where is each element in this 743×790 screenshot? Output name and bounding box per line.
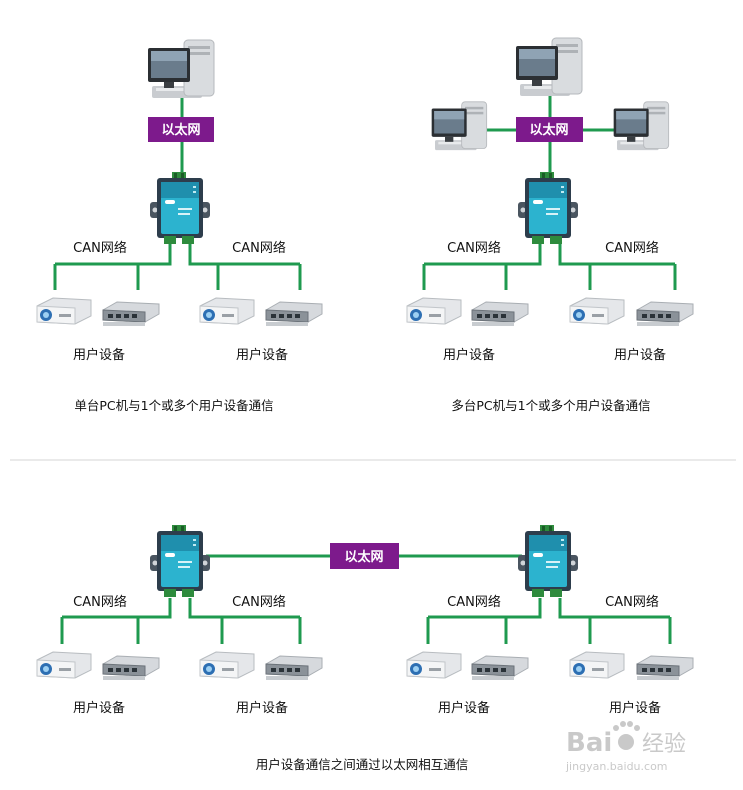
user-device-label: 用户设备 bbox=[236, 700, 288, 716]
switch-device-icon bbox=[265, 655, 323, 681]
can-network-label: CAN网络 bbox=[447, 594, 501, 610]
can-network-label: CAN网络 bbox=[232, 594, 286, 610]
user-device-label: 用户设备 bbox=[609, 700, 661, 716]
ethernet-box: 以太网 bbox=[148, 117, 214, 142]
user-device-label: 用户设备 bbox=[73, 347, 125, 363]
projector-device-icon bbox=[36, 651, 92, 679]
projector-device-icon bbox=[199, 651, 255, 679]
svg-text:经验: 经验 bbox=[642, 732, 686, 757]
switch-device-icon bbox=[471, 301, 529, 327]
switch-device-icon bbox=[265, 301, 323, 327]
connection-lines bbox=[53, 90, 677, 644]
svg-text:以太网: 以太网 bbox=[529, 122, 568, 138]
user-device-label: 用户设备 bbox=[73, 700, 125, 716]
can-network-label: CAN网络 bbox=[605, 240, 659, 256]
converter-module-icon bbox=[150, 172, 210, 244]
pc-icon bbox=[147, 39, 215, 99]
pc-icon bbox=[613, 101, 670, 151]
converter-module-icon bbox=[150, 525, 210, 597]
caption-top-right: 多台PC机与1个或多个用户设备通信 bbox=[451, 398, 650, 413]
switch-device-icon bbox=[102, 655, 160, 681]
paw-icon bbox=[613, 721, 640, 750]
baidu-watermark: Bai 经验 jingyan.baidu.com bbox=[565, 721, 686, 773]
can-network-label: CAN网络 bbox=[73, 594, 127, 610]
user-device-label: 用户设备 bbox=[614, 347, 666, 363]
switch-device-icon bbox=[471, 655, 529, 681]
can-network-label: CAN网络 bbox=[73, 240, 127, 256]
projector-device-icon bbox=[199, 297, 255, 325]
caption-bottom: 用户设备通信之间通过以太网相互通信 bbox=[256, 757, 469, 772]
svg-text:jingyan.baidu.com: jingyan.baidu.com bbox=[565, 760, 668, 773]
projector-device-icon bbox=[569, 651, 625, 679]
converter-module-icon bbox=[518, 172, 578, 244]
can-network-label: CAN网络 bbox=[447, 240, 501, 256]
projector-device-icon bbox=[406, 651, 462, 679]
switch-device-icon bbox=[636, 301, 694, 327]
converter-module-icon bbox=[518, 525, 578, 597]
user-device-label: 用户设备 bbox=[438, 700, 490, 716]
projector-device-icon bbox=[406, 297, 462, 325]
projector-device-icon bbox=[569, 297, 625, 325]
can-network-label: CAN网络 bbox=[605, 594, 659, 610]
svg-text:Bai: Bai bbox=[566, 728, 612, 758]
user-device-label: 用户设备 bbox=[236, 347, 288, 363]
user-device-label: 用户设备 bbox=[443, 347, 495, 363]
pc-icon bbox=[515, 37, 583, 97]
pc-icon bbox=[431, 101, 488, 151]
projector-device-icon bbox=[36, 297, 92, 325]
svg-text:以太网: 以太网 bbox=[344, 549, 383, 565]
ethernet-box: 以太网 bbox=[516, 117, 583, 142]
switch-device-icon bbox=[102, 301, 160, 327]
switch-device-icon bbox=[636, 655, 694, 681]
ethernet-box: 以太网 bbox=[330, 543, 399, 569]
caption-top-left: 单台PC机与1个或多个用户设备通信 bbox=[74, 398, 273, 413]
can-network-label: CAN网络 bbox=[232, 240, 286, 256]
svg-text:以太网: 以太网 bbox=[161, 122, 200, 138]
